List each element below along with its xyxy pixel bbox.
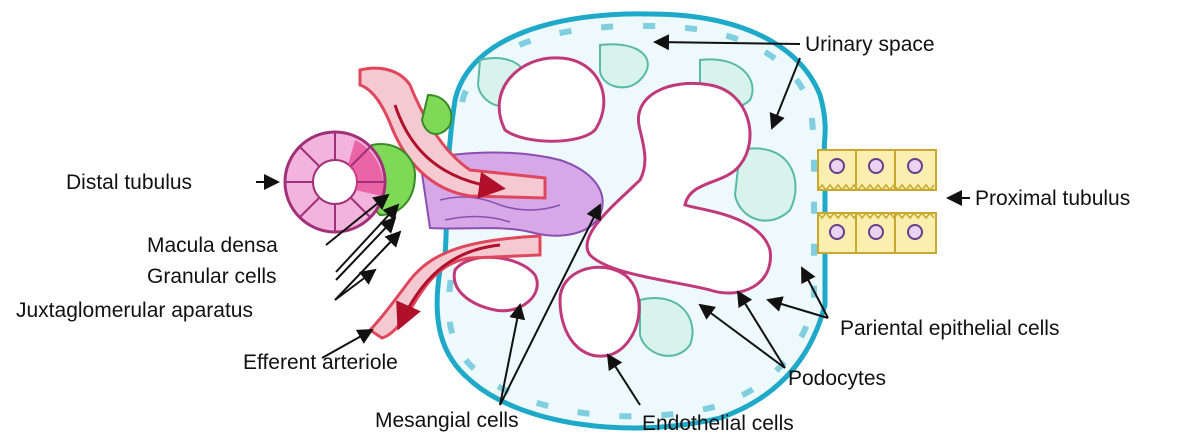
proximal-tubulus-cells — [818, 150, 936, 253]
label-distal-tubulus: Distal tubulus — [66, 172, 192, 193]
label-mesangial-cells: Mesangial cells — [375, 410, 519, 431]
label-juxtaglomerular-aparatus: Juxtaglomerular aparatus — [16, 300, 253, 321]
label-urinary-space: Urinary space — [805, 34, 935, 55]
label-granular-cells: Granular cells — [147, 266, 277, 287]
distal-tubulus-ring — [285, 132, 385, 232]
label-efferent-arteriole: Efferent arteriole — [243, 352, 398, 373]
label-proximal-tubulus: Proximal tubulus — [975, 188, 1130, 209]
label-podocytes: Podocytes — [788, 368, 886, 389]
label-pariental-epithelial-cells: Pariental epithelial cells — [840, 318, 1059, 339]
label-macula-densa: Macula densa — [147, 235, 278, 256]
label-endothelial-cells: Endothelial cells — [642, 413, 794, 434]
